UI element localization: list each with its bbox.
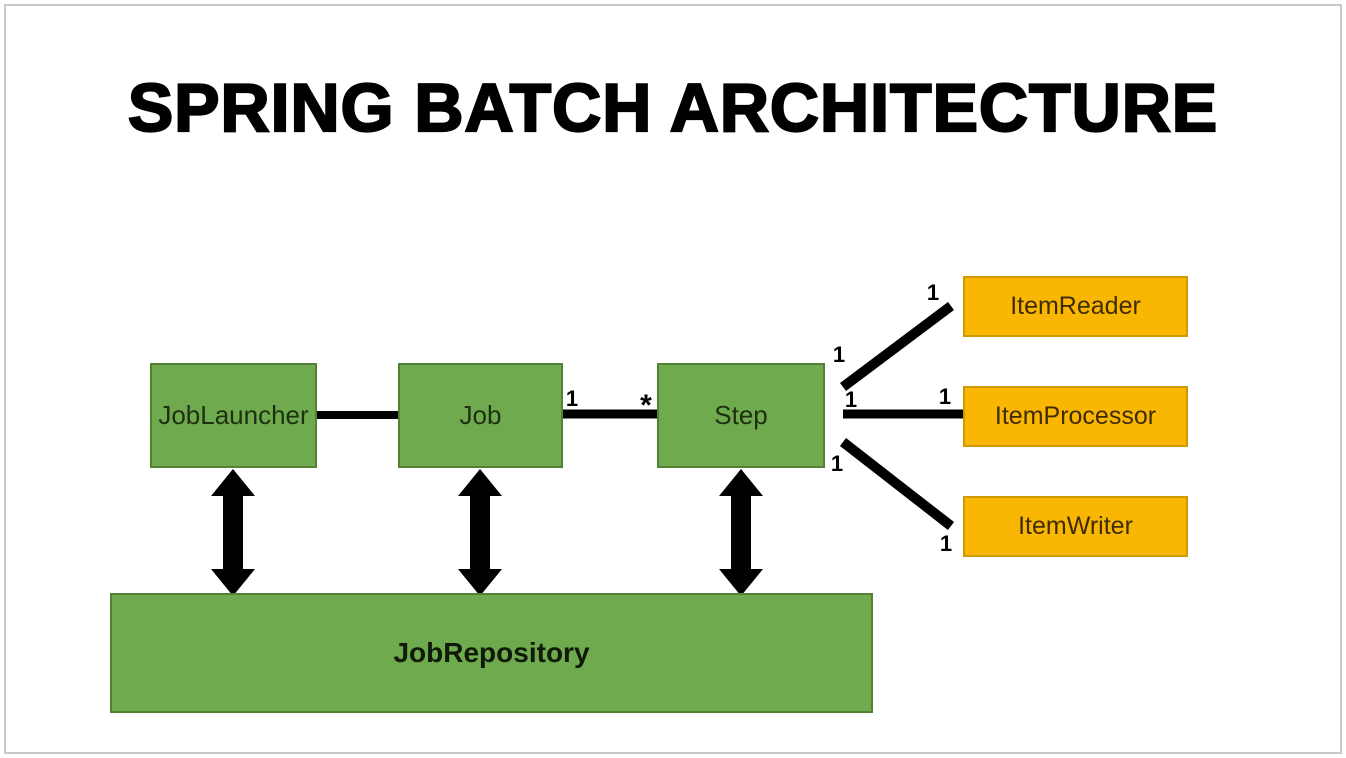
multiplicity-step-itemprocessor-far: 1	[938, 384, 952, 409]
edge-step-itemreader-line	[840, 302, 954, 391]
multiplicity-step-itemreader-far: 1	[926, 280, 940, 305]
multiplicity-step-itemwriter-far: 1	[939, 531, 953, 556]
node-item-reader: ItemReader	[963, 276, 1188, 337]
multiplicity-step-side: *	[640, 389, 652, 422]
node-item-reader-label: ItemReader	[1010, 292, 1141, 320]
page-title: SPRING BATCH ARCHITECTURE	[127, 70, 1219, 146]
multiplicity-step-itemprocessor-near: 1	[844, 387, 858, 412]
node-job-repository-label: JobRepository	[393, 637, 590, 668]
double-arrow-step-jobrepository	[719, 469, 763, 596]
edge-step-itemwriter-line	[839, 438, 955, 530]
node-job-launcher-label: JobLauncher	[158, 400, 309, 430]
node-item-processor: ItemProcessor	[963, 386, 1188, 447]
node-item-writer-label: ItemWriter	[1018, 512, 1133, 540]
multiplicity-step-itemwriter-near: 1	[830, 451, 844, 476]
node-item-writer: ItemWriter	[963, 496, 1188, 557]
node-job-label: Job	[459, 400, 502, 430]
node-step-label: Step	[714, 400, 768, 430]
node-item-processor-label: ItemProcessor	[994, 402, 1157, 430]
node-job: Job	[398, 363, 563, 468]
double-arrow-job-jobrepository	[458, 469, 502, 596]
node-job-repository: JobRepository	[110, 593, 873, 713]
multiplicity-job-side: 1	[565, 386, 579, 411]
double-arrow-joblauncher-jobrepository	[211, 469, 255, 596]
multiplicity-step-itemreader-near: 1	[832, 342, 846, 367]
node-job-launcher: JobLauncher	[150, 363, 317, 468]
node-step: Step	[657, 363, 825, 468]
